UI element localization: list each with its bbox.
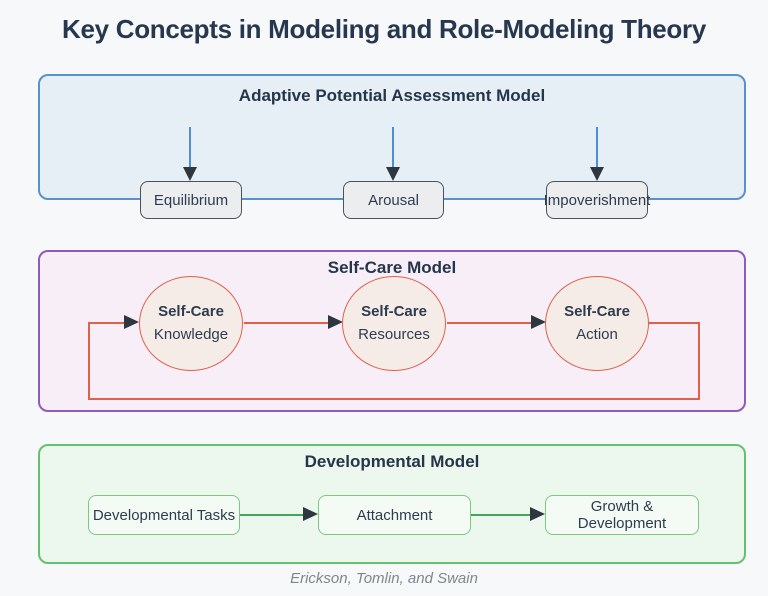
red-arrow-line (447, 322, 531, 324)
node-selfcare-knowledge: Self-Care Knowledge (139, 276, 243, 371)
node-selfcare-action: Self-Care Action (545, 276, 649, 371)
red-arrow-line (244, 322, 330, 324)
node-developmental-tasks: Developmental Tasks (88, 495, 240, 535)
node-label-line1: Self-Care (564, 303, 630, 320)
node-label-line2: Resources (358, 325, 430, 343)
node-label-line1: Self-Care (158, 303, 224, 320)
green-arrow-line (471, 514, 531, 516)
down-arrow-line (392, 127, 394, 167)
red-arrow-head-icon (328, 315, 343, 329)
developmental-panel-title: Developmental Model (304, 452, 480, 471)
node-selfcare-resources: Self-Care Resources (342, 276, 446, 371)
node-label-line1: Self-Care (361, 303, 427, 320)
apam-panel-title: Adaptive Potential Assessment Model (238, 86, 546, 105)
feedback-loop-line (648, 322, 700, 324)
node-growth-development: Growth & Development (545, 495, 699, 535)
down-arrow-head-icon (590, 167, 604, 181)
node-label: Arousal (368, 191, 419, 209)
node-label-line2: Knowledge (153, 325, 229, 343)
feedback-loop-head-icon (124, 315, 139, 329)
node-label: Impoverishment (543, 191, 651, 209)
node-label: Growth & Development (577, 498, 667, 532)
node-impoverishment: Impoverishment (543, 181, 651, 219)
red-arrow-head-icon (531, 315, 546, 329)
down-arrow-head-icon (386, 167, 400, 181)
green-arrow-line (240, 514, 304, 516)
feedback-loop-line (90, 322, 126, 324)
node-label: Equilibrium (153, 191, 229, 209)
selfcare-panel-title: Self-Care Model (327, 258, 457, 277)
node-label: Developmental Tasks (92, 506, 236, 524)
green-arrow-head-icon (530, 507, 545, 521)
down-arrow-line (189, 127, 191, 167)
authors-caption: Erickson, Tomlin, and Swain (290, 570, 478, 587)
node-arousal: Arousal (343, 181, 444, 219)
down-arrow-line (596, 127, 598, 167)
node-label: Attachment (356, 506, 433, 524)
green-arrow-head-icon (303, 507, 318, 521)
down-arrow-head-icon (183, 167, 197, 181)
page-title: Key Concepts in Modeling and Role-Modeli… (62, 14, 706, 44)
node-equilibrium: Equilibrium (140, 181, 242, 219)
node-label-line2: Action (576, 325, 618, 343)
feedback-loop-line (88, 322, 700, 400)
node-attachment: Attachment (318, 495, 471, 535)
